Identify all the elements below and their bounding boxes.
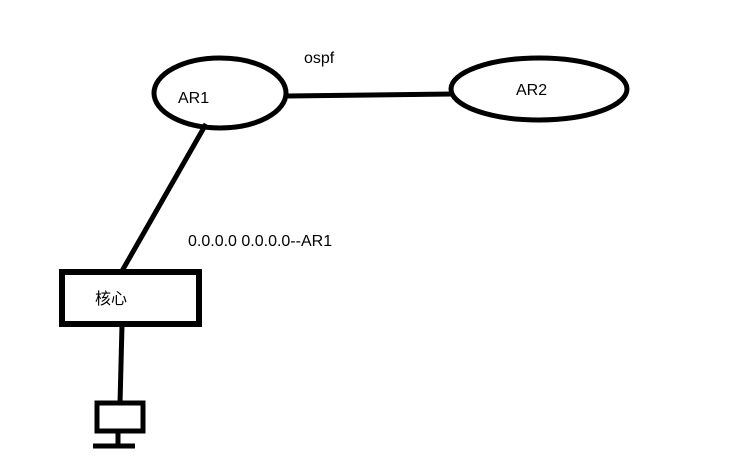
pc-icon [93,400,146,449]
link-core-pc [117,324,125,405]
ar2-label: AR2 [516,82,548,99]
link-ar1-ar2 [286,91,453,99]
ar1-router-node [151,55,289,131]
ar2-router-node [448,55,630,123]
core-label: 核心 [95,291,128,308]
ospf-link-label: ospf [304,50,335,67]
default-route-label: 0.0.0.0 0.0.0.0--AR1 [188,233,333,250]
core-switch-node [59,269,202,327]
ar1-label: AR1 [178,90,210,107]
link-core-ar1 [119,122,209,273]
